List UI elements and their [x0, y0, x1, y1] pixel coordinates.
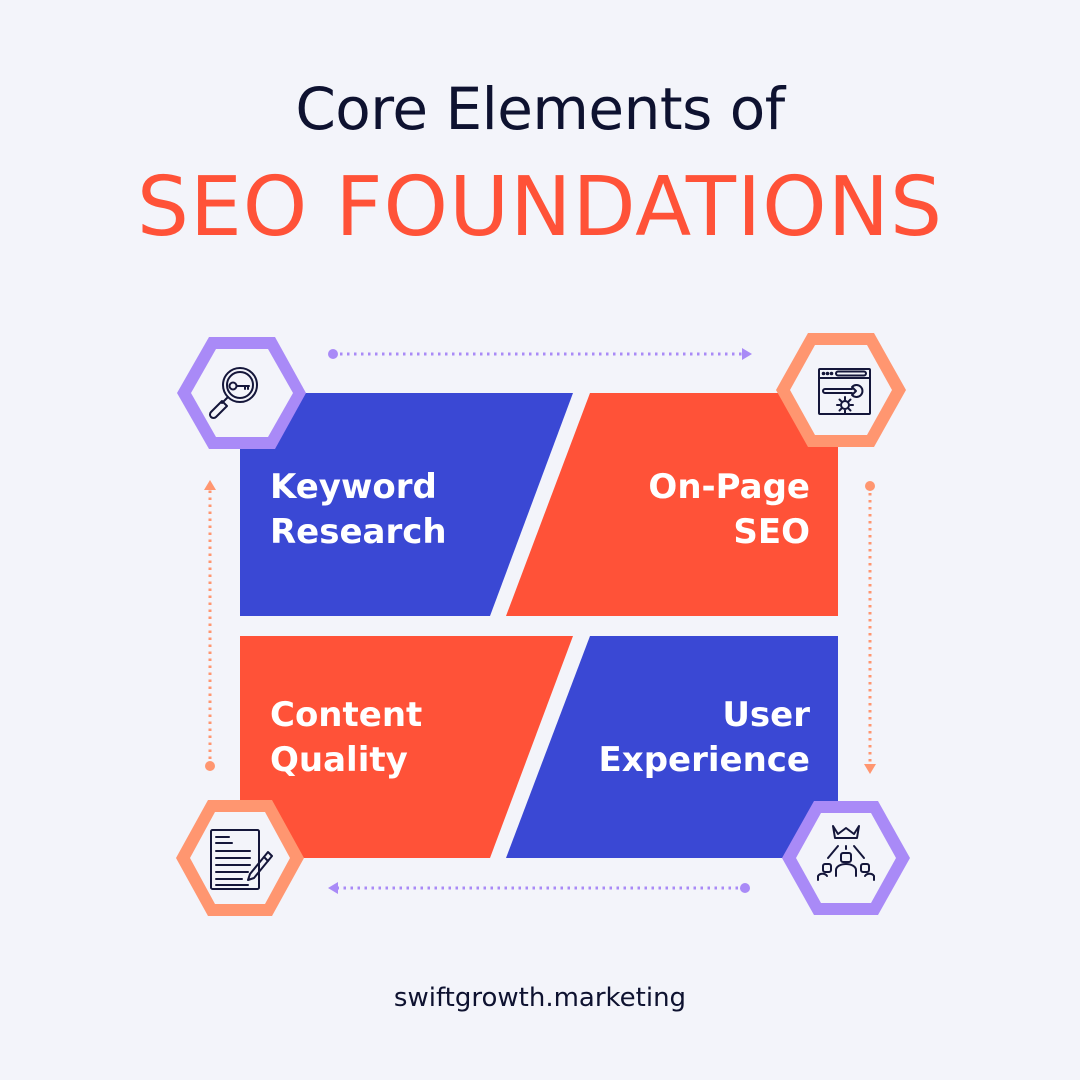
user-experience-hexagon	[782, 801, 910, 915]
keyword-research-line-1: Keyword	[270, 467, 437, 507]
crown-people-icon	[817, 825, 875, 881]
keyword-research-hexagon	[177, 337, 306, 449]
bottom-arrow	[328, 882, 750, 894]
content-quality-panel	[240, 636, 573, 858]
on-page-seo-line-1: On-Page	[648, 467, 810, 507]
user-experience-line-1: User	[722, 695, 810, 735]
keyword-research-line-2: Research	[270, 512, 447, 552]
title-line-2: SEO FOUNDATIONS	[136, 160, 944, 255]
left-arrow	[204, 480, 216, 771]
magnifier-key-icon	[208, 367, 258, 420]
right-arrow	[864, 481, 876, 774]
content-quality-line-2: Quality	[270, 740, 408, 780]
on-page-seo-hexagon	[776, 333, 906, 447]
user-experience-line-2: Experience	[598, 740, 810, 780]
user-experience-label: User Experience	[599, 693, 810, 783]
keyword-research-label: Keyword Research	[270, 465, 447, 555]
document-pencil-icon	[210, 829, 273, 890]
on-page-seo-panel	[506, 393, 838, 616]
on-page-seo-label: On-Page SEO	[648, 465, 810, 555]
browser-wrench-gear-icon	[818, 368, 871, 415]
user-experience-panel	[506, 636, 838, 858]
content-quality-hexagon	[176, 800, 304, 916]
content-quality-line-1: Content	[270, 695, 423, 735]
on-page-seo-line-2: SEO	[733, 512, 810, 552]
keyword-research-panel	[240, 393, 573, 616]
top-arrow	[328, 348, 752, 360]
content-quality-label: Content Quality	[270, 693, 422, 783]
title-line-1: Core Elements of	[295, 75, 785, 143]
website-url: swiftgrowth.marketing	[393, 983, 687, 1013]
